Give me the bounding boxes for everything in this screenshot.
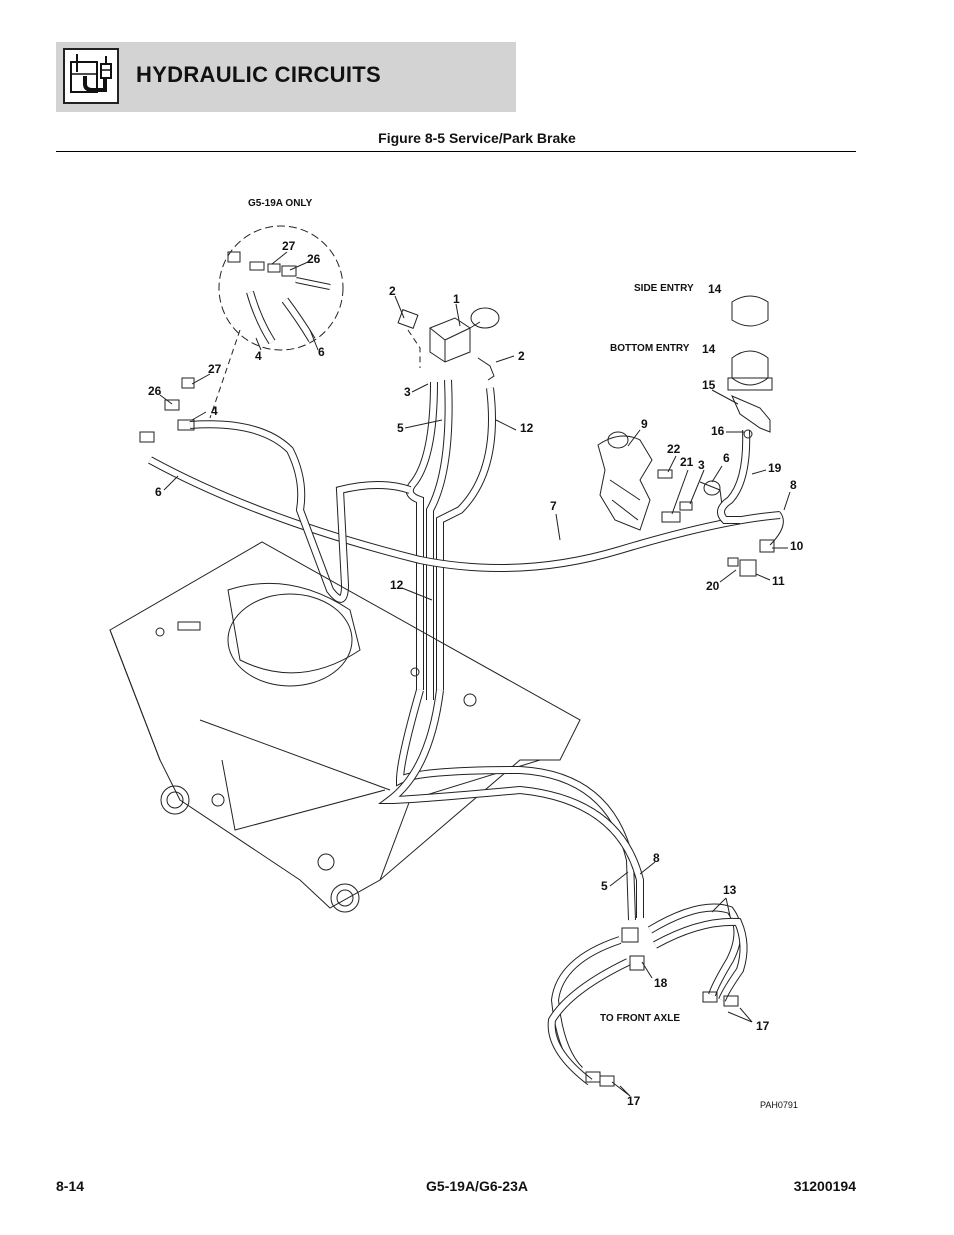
- callout-17: 17: [756, 1019, 770, 1033]
- callout-19: 19: [768, 461, 782, 475]
- callout-18: 18: [654, 976, 668, 990]
- callout-22: 22: [667, 442, 681, 456]
- model-number: G5-19A/G6-23A: [426, 1178, 528, 1194]
- callout-11: 11: [772, 574, 785, 588]
- callout-8: 8: [653, 851, 660, 865]
- callout-26: 26: [148, 384, 162, 398]
- header-bar: [56, 42, 516, 112]
- drawing-code: PAH0791: [760, 1100, 798, 1110]
- callout-1: 1: [453, 292, 460, 306]
- side-entry-note: SIDE ENTRY: [634, 283, 694, 294]
- callout-4: 4: [211, 404, 218, 418]
- callout-3: 3: [404, 385, 411, 399]
- callout-15: 15: [702, 378, 716, 392]
- callout-6: 6: [155, 485, 162, 499]
- callout-17: 17: [627, 1094, 641, 1108]
- callout-14: 14: [702, 342, 716, 356]
- callout-10: 10: [790, 539, 804, 553]
- callout-13: 13: [723, 883, 737, 897]
- callout-7: 7: [550, 499, 557, 513]
- callout-8: 8: [790, 478, 797, 492]
- callout-27: 27: [282, 239, 296, 253]
- callout-2: 2: [518, 349, 525, 363]
- hydraulic-circuit-icon: [63, 48, 119, 104]
- header-rule: [56, 151, 856, 152]
- callout-14: 14: [708, 282, 722, 296]
- callout-4: 4: [255, 349, 262, 363]
- callout-20: 20: [706, 579, 720, 593]
- callout-9: 9: [641, 417, 648, 431]
- bottom-entry-note: BOTTOM ENTRY: [610, 343, 690, 354]
- front-axle-note: TO FRONT AXLE: [600, 1013, 680, 1024]
- page-number: 8-14: [56, 1178, 85, 1194]
- callout-2: 2: [389, 284, 396, 298]
- callout-6: 6: [723, 451, 730, 465]
- callout-21: 21: [680, 455, 694, 469]
- callout-16: 16: [711, 424, 725, 438]
- callout-5: 5: [601, 879, 608, 893]
- callout-6: 6: [318, 345, 325, 359]
- callout-26: 26: [307, 252, 321, 266]
- callout-12: 12: [520, 421, 534, 435]
- callout-5: 5: [397, 421, 404, 435]
- document-number: 31200194: [793, 1178, 856, 1194]
- inset-circle: [218, 225, 344, 351]
- inset-note: G5-19A ONLY: [248, 198, 313, 209]
- callout-12: 12: [390, 578, 404, 592]
- callout-27: 27: [208, 362, 222, 376]
- figure-title: Figure 8-5 Service/Park Brake: [378, 130, 576, 146]
- callout-3: 3: [698, 458, 705, 472]
- page-title: HYDRAULIC CIRCUITS: [136, 62, 381, 87]
